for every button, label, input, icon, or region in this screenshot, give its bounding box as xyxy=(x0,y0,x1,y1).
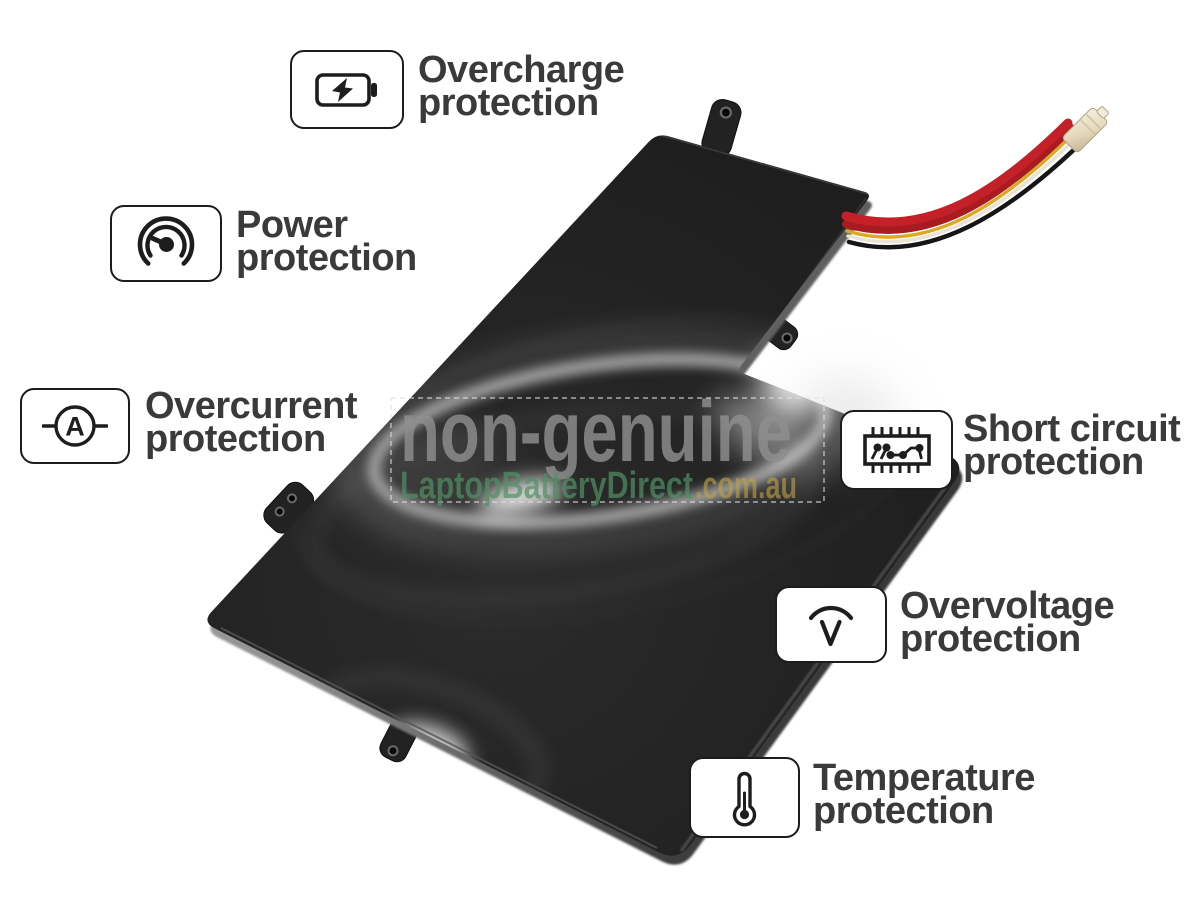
callout-temperature-line2: protection xyxy=(813,790,994,832)
callout-overvoltage-label: Overvoltage protection xyxy=(900,585,1115,660)
callout-overcurrent-line2: protection xyxy=(145,418,326,460)
overcurrent-icon-box: A xyxy=(20,388,130,464)
wire-red-lower xyxy=(842,124,1075,234)
ammeter-icon: A xyxy=(42,405,108,447)
ammeter-letter: A xyxy=(65,412,85,442)
callout-power-line2: protection xyxy=(236,237,417,279)
battery-mount-tabs xyxy=(263,98,799,763)
callout-short-circuit-line2: protection xyxy=(963,441,1144,483)
chip-icon xyxy=(862,427,931,473)
gauge-icon xyxy=(137,215,195,266)
overcharge-icon-box xyxy=(290,50,404,129)
battery-wires xyxy=(841,118,1084,250)
wire-black xyxy=(846,140,1084,250)
callout-power-label: Power protection xyxy=(236,204,417,279)
callout-overcurrent-line1: Overcurrent xyxy=(145,385,358,427)
wire-white xyxy=(846,135,1079,244)
short-circuit-icon-box xyxy=(840,410,953,490)
callout-overvoltage-line1: Overvoltage xyxy=(900,585,1115,627)
power-icon-box xyxy=(110,205,222,282)
callout-temperature-label: Temperature protection xyxy=(813,757,1035,832)
wire-connector xyxy=(1062,106,1109,153)
callout-power-line1: Power xyxy=(236,204,348,246)
watermark: non-genuine LaptopBatteryDirect .com.au xyxy=(390,384,825,507)
watermark-suffix: .com.au xyxy=(695,465,797,507)
voltage-arc-icon xyxy=(808,605,854,646)
callout-overvoltage-line2: protection xyxy=(900,618,1081,660)
battery-charge-icon xyxy=(315,72,377,107)
mount-tab-top xyxy=(701,98,742,157)
callout-overcurrent-label: Overcurrent protection xyxy=(145,385,358,460)
callout-overcharge-line1: Overcharge xyxy=(418,49,625,91)
watermark-headline: non-genuine xyxy=(400,384,792,480)
watermark-dashed-border xyxy=(390,397,825,503)
temperature-icon-box xyxy=(689,757,800,838)
thermometer-icon xyxy=(732,771,757,827)
wire-yellow xyxy=(845,131,1076,239)
watermark-brand: LaptopBatteryDirect xyxy=(400,465,693,507)
overvoltage-icon-box xyxy=(775,586,887,663)
callout-temperature-line1: Temperature xyxy=(813,757,1035,799)
callout-short-circuit-line1: Short circuit xyxy=(963,408,1181,450)
callout-short-circuit-label: Short circuit protection xyxy=(963,408,1181,483)
callout-overcharge-line2: protection xyxy=(418,82,599,124)
wire-red-upper xyxy=(841,118,1073,227)
callout-overcharge-label: Overcharge protection xyxy=(418,49,625,124)
